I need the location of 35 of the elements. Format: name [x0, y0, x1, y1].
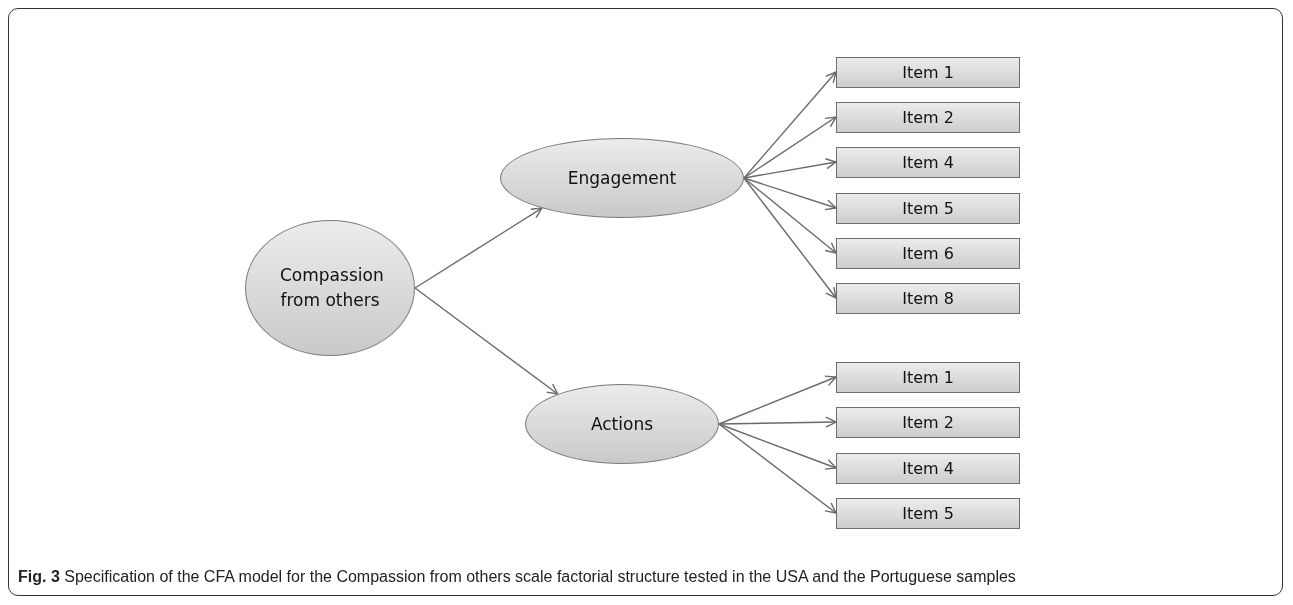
- item-box: [836, 146, 1020, 178]
- figure-caption: Fig. 3 Specification of the CFA model for the Compassion from others scale factorial structure tested in the USA and the Portuguese samples: [18, 568, 1016, 586]
- item-box: [836, 406, 1020, 438]
- arrow: [743, 158, 837, 179]
- factor-label: Engagement: [567, 166, 677, 190]
- arrow: [743, 177, 837, 211]
- arrow: [718, 423, 837, 470]
- arrow: [743, 177, 837, 299]
- arrow: [743, 71, 837, 179]
- item-label: Item 8: [902, 288, 954, 308]
- arrow: [743, 177, 837, 254]
- arrow: [718, 423, 837, 514]
- item-box: [836, 497, 1020, 529]
- item-box: [836, 361, 1020, 393]
- item-box: [836, 237, 1020, 269]
- item-box: [836, 192, 1020, 224]
- item-box: [836, 56, 1020, 88]
- item-label: Item 1: [902, 62, 954, 82]
- item-label: Item 2: [902, 107, 954, 127]
- item-label: Item 4: [902, 458, 954, 478]
- arrow: [414, 287, 559, 395]
- item-label: Item 1: [902, 367, 954, 387]
- item-box: [836, 452, 1020, 484]
- arrow: [718, 375, 837, 425]
- arrow: [743, 116, 837, 179]
- factor-label: Actions: [590, 412, 654, 436]
- arrow: [414, 207, 543, 289]
- item-label: Item 6: [902, 243, 954, 263]
- arrow: [718, 416, 837, 428]
- item-label: Item 5: [902, 198, 954, 218]
- item-label: Item 2: [902, 412, 954, 432]
- item-label: Item 4: [902, 152, 954, 172]
- item-box: [836, 282, 1020, 314]
- item-label: Item 5: [902, 503, 954, 523]
- item-box: [836, 101, 1020, 133]
